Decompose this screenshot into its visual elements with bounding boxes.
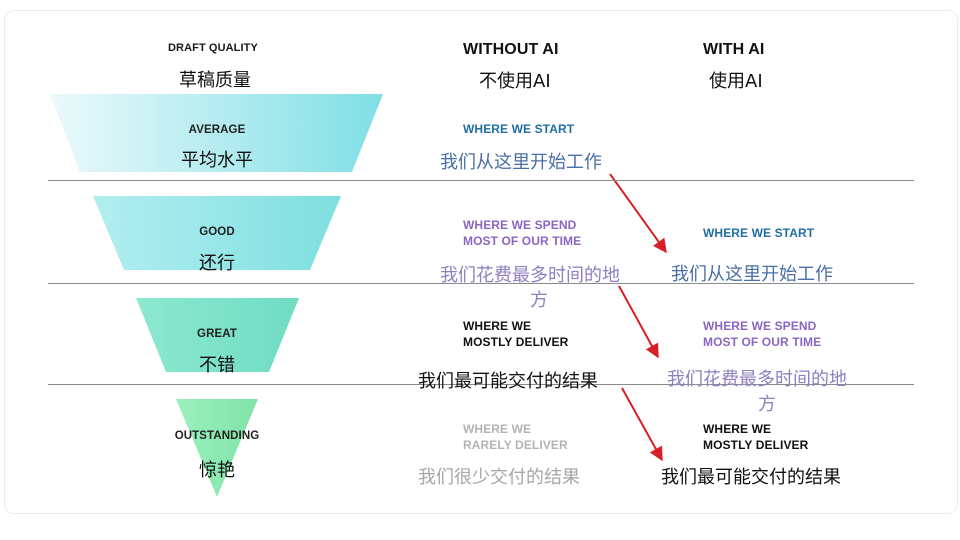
- funnel-segment-great: [136, 298, 299, 372]
- with-ai-spend-label-line1: WHERE WE SPEND: [703, 319, 817, 333]
- draft-quality-header: DRAFT QUALITY: [168, 42, 258, 54]
- arrow-start-to-start: [609, 173, 667, 254]
- without-ai-spend-zh-line2: 方: [530, 290, 548, 311]
- level-label-great: GREAT: [197, 328, 237, 340]
- level-label-good-zh: 还行: [199, 253, 235, 274]
- without-ai-deliver-zh: 我们最可能交付的结果: [418, 371, 598, 392]
- without-ai-header: WITHOUT AI: [463, 41, 559, 58]
- with-ai-deliver-label-line1: WHERE WE: [703, 422, 772, 436]
- without-ai-spend-label-line2: MOST OF OUR TIME: [463, 234, 582, 248]
- with-ai-start-zh: 我们从这里开始工作: [671, 264, 833, 285]
- row-divider: [48, 180, 914, 181]
- without-ai-deliver-label-line2: MOSTLY DELIVER: [463, 335, 569, 349]
- with-ai-deliver-zh: 我们最可能交付的结果: [661, 467, 841, 488]
- without-ai-spend-label-line1: WHERE WE SPEND: [463, 218, 577, 232]
- without-ai-spend-zh-line1: 我们花费最多时间的地: [440, 265, 620, 286]
- arrow-spend-to-spend: [618, 285, 659, 359]
- without-ai-rare-zh: 我们很少交付的结果: [418, 467, 580, 488]
- without-ai-rare-label-line2: RARELY DELIVER: [463, 438, 568, 452]
- level-label-average-zh: 平均水平: [181, 150, 253, 171]
- with-ai-header: WITH AI: [703, 41, 765, 58]
- without-ai-header-zh: 不使用AI: [479, 71, 551, 92]
- funnel-segment-average: [50, 94, 383, 172]
- row-divider: [48, 384, 914, 385]
- row-divider: [48, 283, 914, 284]
- level-label-average: AVERAGE: [188, 124, 246, 136]
- arrow-deliver-to-deliver: [621, 387, 663, 462]
- with-ai-spend-zh-line1: 我们花费最多时间的地: [667, 369, 847, 390]
- level-label-great-zh: 不错: [199, 355, 235, 376]
- with-ai-deliver-label-line2: MOSTLY DELIVER: [703, 438, 809, 452]
- with-ai-start-label: WHERE WE START: [703, 226, 815, 240]
- with-ai-spend-zh-line2: 方: [758, 394, 776, 415]
- level-label-outstanding-zh: 惊艳: [199, 460, 235, 481]
- draft-quality-header-zh: 草稿质量: [179, 70, 251, 91]
- without-ai-rare-label-line1: WHERE WE: [463, 422, 532, 436]
- without-ai-start-label: WHERE WE START: [463, 122, 575, 136]
- funnel-segment-good: [93, 196, 341, 270]
- without-ai-start-zh: 我们从这里开始工作: [440, 152, 602, 173]
- with-ai-spend-label-line2: MOST OF OUR TIME: [703, 335, 822, 349]
- level-label-outstanding: OUTSTANDING: [174, 430, 260, 442]
- without-ai-deliver-label-line1: WHERE WE: [463, 319, 532, 333]
- level-label-good: GOOD: [199, 226, 235, 238]
- funnel-segment-outstanding: [176, 399, 258, 497]
- with-ai-header-zh: 使用AI: [709, 71, 763, 92]
